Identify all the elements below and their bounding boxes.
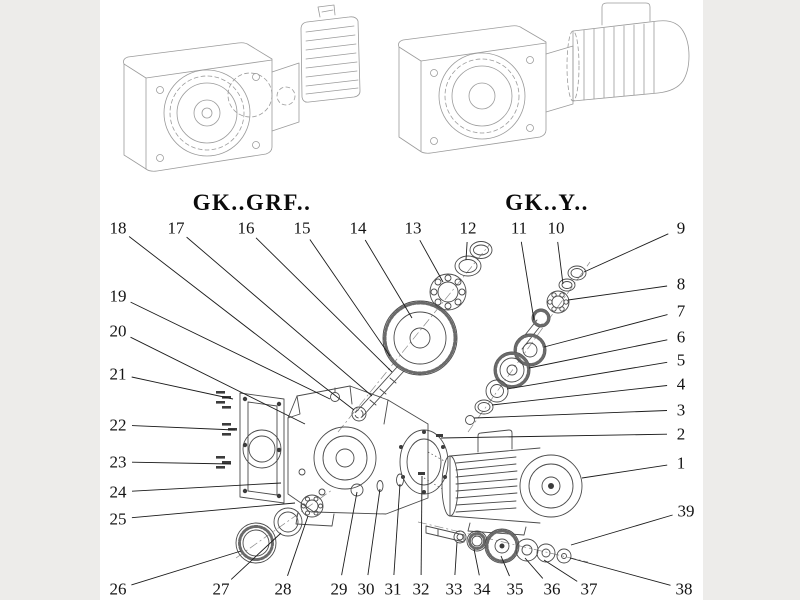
output-bearing-parts-drawing <box>235 494 324 564</box>
right-margin-band <box>703 0 800 600</box>
variant-label-y: GK..Y.. <box>505 190 589 215</box>
part-number-31: 31 <box>384 579 402 599</box>
leader-line-3 <box>473 410 668 419</box>
left-margin-band <box>0 0 100 600</box>
leader-line-22 <box>131 425 236 431</box>
part-number-28: 28 <box>274 579 292 599</box>
part-number-8: 8 <box>676 274 686 294</box>
part-number-34: 34 <box>473 579 491 599</box>
input-axis-line <box>337 243 491 433</box>
leader-line-36 <box>524 557 544 579</box>
leader-line-35 <box>500 555 510 577</box>
leader-line-12 <box>465 241 468 261</box>
part-number-5: 5 <box>676 350 686 370</box>
input-gear-assembly-drawing <box>351 241 493 422</box>
leader-line-23 <box>131 461 232 465</box>
part-number-32: 32 <box>412 579 430 599</box>
leader-line-25 <box>131 502 296 519</box>
part-number-4: 4 <box>676 374 686 394</box>
part-number-12: 12 <box>459 218 477 238</box>
leader-line-27 <box>230 532 282 580</box>
motor-drawing <box>441 429 583 536</box>
output-shaft-assembly-drawing <box>425 525 572 564</box>
leader-line-26 <box>131 550 242 586</box>
gear-housing-drawing <box>287 385 449 527</box>
part-number-21: 21 <box>109 364 127 384</box>
leader-line-5 <box>506 361 668 390</box>
leader-line-6 <box>528 339 668 369</box>
leader-line-17 <box>186 236 373 397</box>
leader-line-14 <box>364 239 413 319</box>
exploded-view-drawing <box>216 241 591 564</box>
leader-line-37 <box>543 559 578 582</box>
leader-line-33 <box>454 541 458 576</box>
leader-line-28 <box>287 515 309 576</box>
part-number-37: 37 <box>580 579 598 599</box>
part-number-15: 15 <box>293 218 311 238</box>
leader-line-34 <box>473 548 480 576</box>
part-number-36: 36 <box>543 579 561 599</box>
part-number-27: 27 <box>212 579 230 599</box>
leader-line-21 <box>131 376 234 400</box>
part-number-18: 18 <box>109 218 127 238</box>
part-number-19: 19 <box>109 286 127 306</box>
leader-line-16 <box>255 237 393 373</box>
part-number-9: 9 <box>676 218 686 238</box>
part-number-7: 7 <box>676 301 686 321</box>
part-number-24: 24 <box>109 482 127 502</box>
leader-line-24 <box>131 482 282 492</box>
leader-line-39 <box>570 514 673 546</box>
leader-line-13 <box>419 239 444 283</box>
part-number-16: 16 <box>237 218 255 238</box>
leader-line-31 <box>393 483 401 576</box>
leader-line-15 <box>309 239 391 357</box>
leader-line-8 <box>567 285 668 301</box>
leader-line-9 <box>583 233 669 273</box>
leader-line-7 <box>543 314 668 348</box>
part-number-13: 13 <box>404 218 422 238</box>
part-number-3: 3 <box>676 400 686 420</box>
motor-pinion-assembly-drawing <box>465 265 587 425</box>
part-number-29: 29 <box>330 579 348 599</box>
leader-line-38 <box>569 557 671 586</box>
leader-line-32 <box>420 475 423 576</box>
part-number-25: 25 <box>109 509 127 529</box>
part-number-14: 14 <box>349 218 367 238</box>
leader-line-4 <box>491 385 668 406</box>
gearbox-grf-drawing <box>123 4 361 172</box>
part-number-20: 20 <box>109 321 127 341</box>
part-number-38: 38 <box>675 579 693 599</box>
flange-projection-dots <box>423 451 447 491</box>
part-number-17: 17 <box>167 218 185 238</box>
part-number-39: 39 <box>677 501 695 521</box>
leader-line-29 <box>341 491 358 576</box>
leader-line-18 <box>128 236 355 411</box>
leader-line-1 <box>581 464 668 479</box>
leader-lines <box>128 233 673 586</box>
part-number-2: 2 <box>676 424 686 444</box>
variant-label-grf: GK..GRF.. <box>192 190 312 215</box>
leader-line-11 <box>520 241 535 321</box>
leader-line-2 <box>440 433 668 439</box>
part-number-1: 1 <box>676 453 686 473</box>
leader-line-20 <box>130 336 306 425</box>
leader-line-19 <box>130 301 331 400</box>
output-axis-line <box>417 521 589 563</box>
gearbox-y-drawing <box>398 2 690 154</box>
leader-line-10 <box>557 241 564 285</box>
part-number-35: 35 <box>506 579 524 599</box>
part-number-26: 26 <box>109 579 127 599</box>
mounting-flange-drawing <box>239 392 285 504</box>
part-number-6: 6 <box>676 327 686 347</box>
part-number-30: 30 <box>357 579 375 599</box>
part-number-23: 23 <box>109 452 127 472</box>
leader-line-30 <box>367 488 381 576</box>
part-number-33: 33 <box>445 579 463 599</box>
part-number-22: 22 <box>109 415 127 435</box>
part-number-11: 11 <box>510 218 528 238</box>
part-number-10: 10 <box>547 218 565 238</box>
